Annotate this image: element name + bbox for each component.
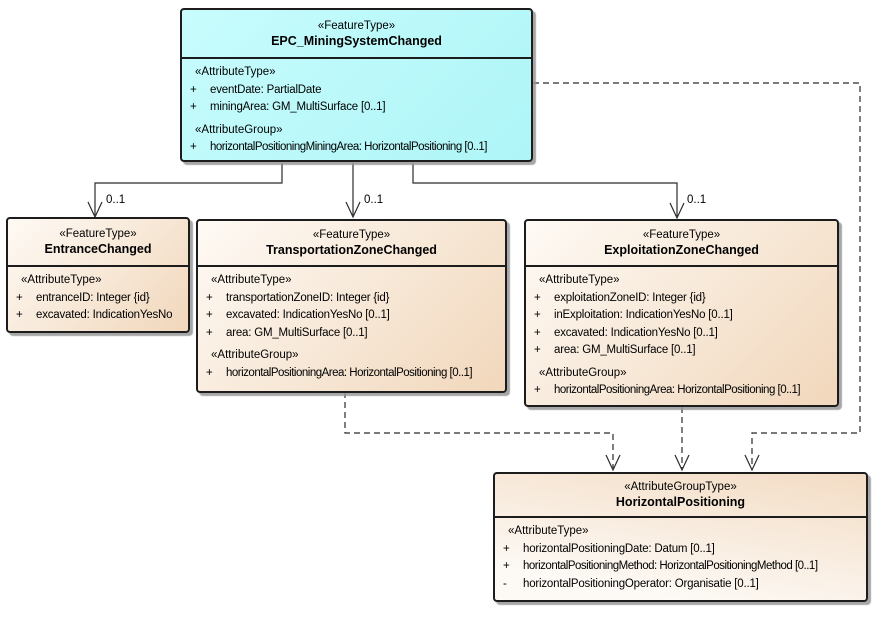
visibility-marker: + [534, 291, 541, 304]
class-header: «FeatureType» EPC_MiningSystemChanged [182, 10, 531, 59]
attribute-row: + excavated: IndicationYesNo [8, 307, 188, 325]
attribute-section-label: «AttributeGroup» [195, 123, 283, 136]
attribute-section-label: «AttributeGroup» [211, 349, 299, 361]
attribute-row: + area: GM_MultiSurface [0..1] [198, 325, 505, 343]
stereotype-label: «FeatureType» [312, 229, 391, 241]
attribute-row: + excavated: IndicationYesNo [0..1] [198, 307, 505, 325]
attribute-text: excavated: IndicationYesNo [0..1] [554, 326, 718, 339]
dependency-line-transportationzone-horizontalpositioning [344, 392, 614, 468]
attribute-row: + horizontalPositioningArea: HorizontalP… [198, 365, 505, 383]
association-line-entrance [94, 163, 283, 215]
visibility-marker: - [503, 577, 507, 590]
attribute-row: + miningArea: GM_MultiSurface [0..1] [182, 99, 531, 117]
class-name: HorizontalPositioning [615, 495, 746, 509]
attribute-compartment: «AttributeType» + horizontalPositioningD… [495, 518, 866, 593]
visibility-marker: + [534, 309, 541, 321]
attribute-section-label: «AttributeType» [21, 274, 102, 286]
attribute-text: excavated: IndicationYesNo [36, 309, 173, 321]
stereotype-label: «AttributeGroupType» [624, 481, 737, 493]
attribute-compartment: «AttributeType» + entranceID: Integer {i… [8, 267, 188, 325]
class-name: ExploitationZoneChanged [604, 243, 759, 257]
attribute-text: eventDate: PartialDate [210, 83, 322, 96]
attribute-text: horizontalPositioningArea: HorizontalPos… [226, 366, 473, 379]
attribute-row: + transportationZoneID: Integer {id} [198, 290, 505, 308]
attribute-row: + horizontalPositioningMethod: Horizonta… [495, 558, 866, 576]
class-box-horizontalpositioning: «AttributeGroupType» HorizontalPositioni… [493, 472, 868, 602]
class-box-entrancechanged: «FeatureType» EntranceChanged «Attribute… [6, 217, 190, 333]
visibility-marker: + [206, 366, 213, 379]
attribute-row: + horizontalPositioningDate: Datum [0..1… [495, 541, 866, 559]
visibility-marker: + [503, 560, 510, 572]
visibility-marker: + [534, 344, 541, 356]
attribute-text: inExploitation: IndicationYesNo [0..1] [554, 309, 733, 321]
attribute-section-label: «AttributeType» [211, 274, 292, 286]
visibility-marker: + [534, 384, 541, 396]
attribute-section-label: «AttributeType» [508, 525, 589, 537]
attribute-compartment: «AttributeType» + eventDate: PartialDate… [182, 59, 531, 157]
open-arrowhead-exploitationzone-horizontalpositioning [674, 454, 690, 472]
attribute-text: transportationZoneID: Integer {id} [226, 291, 390, 304]
attribute-text: horizontalPositioningMiningArea: Horizon… [210, 141, 487, 153]
visibility-marker: + [16, 291, 23, 304]
attribute-row: + eventDate: PartialDate [182, 82, 531, 100]
class-header: «AttributeGroupType» HorizontalPositioni… [495, 474, 866, 518]
stereotype-label: «FeatureType» [642, 229, 721, 241]
attribute-text: miningArea: GM_MultiSurface [0..1] [210, 101, 386, 113]
attribute-row: - horizontalPositioningOperator: Organis… [495, 576, 866, 594]
visibility-marker: + [534, 326, 541, 339]
class-box-epc-miningsystemchanged: «FeatureType» EPC_MiningSystemChanged «A… [180, 8, 533, 162]
open-arrowhead-transportationzone [345, 201, 361, 219]
attribute-text: horizontalPositioningMethod: HorizontalP… [523, 560, 818, 572]
open-arrowhead-exploitationzone [669, 202, 685, 220]
attribute-section-label: «AttributeGroup» [539, 366, 627, 379]
multiplicity-label-transportationzone: 0..1 [364, 194, 384, 206]
attribute-row: + entranceID: Integer {id} [8, 290, 188, 308]
open-arrowhead-epc-horizontalpositioning [744, 454, 760, 472]
attribute-row: + excavated: IndicationYesNo [0..1] [526, 325, 837, 343]
attribute-text: area: GM_MultiSurface [0..1] [226, 326, 368, 339]
visibility-marker: + [190, 101, 197, 113]
attribute-section-label: «AttributeType» [539, 274, 620, 286]
attribute-row: + horizontalPositioningArea: HorizontalP… [526, 382, 837, 400]
class-name: TransportationZoneChanged [266, 243, 437, 257]
attribute-row: + inExploitation: IndicationYesNo [0..1] [526, 307, 837, 325]
attribute-text: excavated: IndicationYesNo [0..1] [226, 309, 390, 321]
attribute-text: horizontalPositioningArea: HorizontalPos… [554, 384, 801, 396]
class-header: «FeatureType» EntranceChanged [8, 219, 188, 267]
visibility-marker: + [190, 141, 197, 153]
stereotype-label: «FeatureType» [59, 228, 137, 240]
class-header: «FeatureType» ExploitationZoneChanged [526, 221, 837, 267]
attribute-text: exploitationZoneID: Integer {id} [554, 291, 706, 304]
visibility-marker: + [503, 542, 510, 555]
class-name: EPC_MiningSystemChanged [271, 33, 442, 48]
multiplicity-label-entrance: 0..1 [106, 194, 126, 206]
attribute-compartment: «AttributeType» + transportationZoneID: … [198, 267, 505, 382]
stereotype-label: «FeatureType» [317, 19, 396, 32]
open-arrowhead-transportationzone-horizontalpositioning [605, 454, 621, 472]
attribute-compartment: «AttributeType» + exploitationZoneID: In… [526, 267, 837, 400]
visibility-marker: + [206, 309, 213, 321]
visibility-marker: + [16, 309, 23, 321]
attribute-text: entranceID: Integer {id} [36, 291, 150, 304]
class-box-exploitationzonechanged: «FeatureType» ExploitationZoneChanged «A… [524, 219, 839, 407]
class-box-transportationzonechanged: «FeatureType» TransportationZoneChanged … [196, 219, 507, 393]
attribute-text: horizontalPositioningOperator: Organisat… [523, 577, 759, 590]
class-name: EntranceChanged [44, 242, 152, 256]
attribute-text: horizontalPositioningDate: Datum [0..1] [523, 542, 715, 555]
visibility-marker: + [206, 291, 213, 304]
association-line-exploitationzone [412, 163, 678, 216]
multiplicity-label-exploitationzone: 0..1 [687, 194, 707, 206]
attribute-row: + horizontalPositioningMiningArea: Horiz… [182, 139, 531, 157]
attribute-section-label: «AttributeType» [195, 66, 276, 78]
visibility-marker: + [206, 326, 213, 339]
class-header: «FeatureType» TransportationZoneChanged [198, 221, 505, 267]
attribute-text: area: GM_MultiSurface [0..1] [554, 344, 696, 356]
attribute-row: + area: GM_MultiSurface [0..1] [526, 342, 837, 360]
attribute-row: + exploitationZoneID: Integer {id} [526, 290, 837, 308]
visibility-marker: + [190, 83, 197, 96]
